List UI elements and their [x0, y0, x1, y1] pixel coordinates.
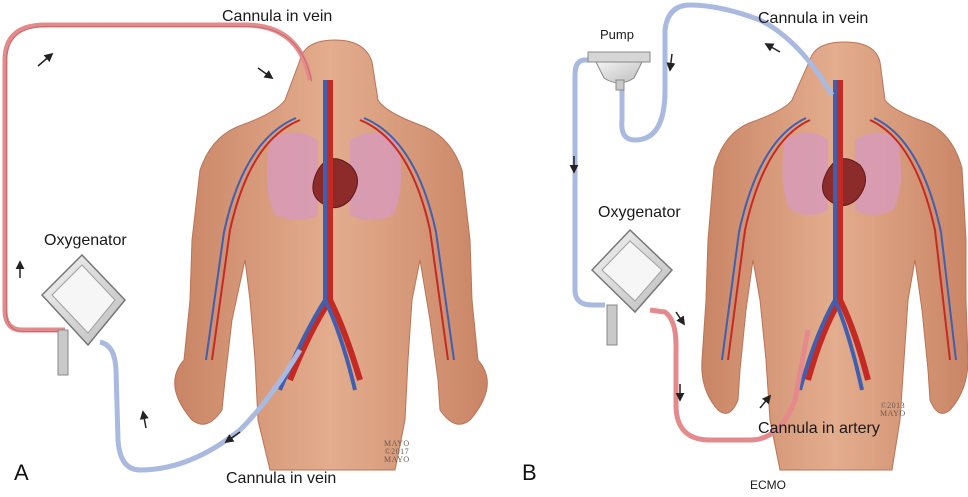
caption-ecmo: ECMO [750, 478, 786, 492]
stamp-line-3-a: MAYO [384, 456, 410, 464]
pump [588, 52, 650, 90]
copyright-stamp-a: MAYO ©2017 MAYO [384, 440, 410, 464]
oxygenator-b [592, 230, 672, 345]
copyright-stamp-b: ©2013 MAYO [880, 402, 906, 418]
label-oxygenator-a: Oxygenator [44, 232, 127, 250]
panel-letter-a: A [14, 460, 29, 486]
label-oxygenator-b: Oxygenator [598, 204, 681, 222]
panel-letter-b: B [522, 460, 537, 486]
label-cannula-in-vein-b: Cannula in vein [758, 10, 868, 28]
stamp-line-2-b: MAYO [880, 410, 906, 418]
label-cannula-in-artery: Cannula in artery [758, 420, 880, 438]
label-pump: Pump [600, 27, 634, 42]
label-cannula-in-vein-top-a: Cannula in vein [222, 8, 332, 26]
panel-b [574, 5, 968, 470]
body-figure-a [175, 40, 488, 470]
label-cannula-in-vein-bottom-a: Cannula in vein [226, 470, 336, 488]
body-figure-b [702, 42, 968, 470]
